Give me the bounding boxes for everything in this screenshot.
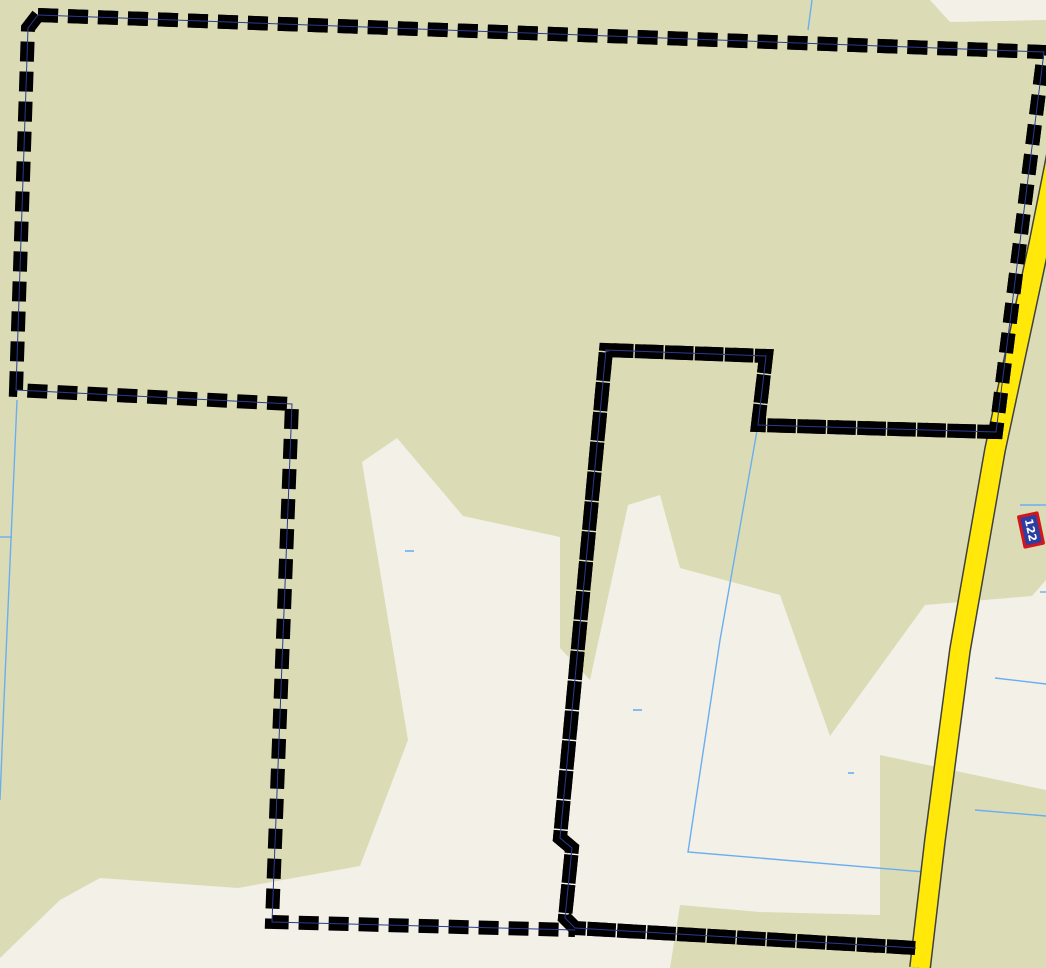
road-shield-icon	[1020, 514, 1042, 546]
waterway-line	[807, 0, 813, 31]
vegetation-area-southeast	[850, 755, 1046, 968]
waterways	[0, 0, 1046, 873]
boundary-inner-line	[15, 14, 576, 931]
road-shield-122[interactable]: 122	[1017, 511, 1046, 549]
waterway-line	[974, 809, 1046, 817]
waterway-line	[0, 399, 18, 801]
waterway-line	[687, 424, 926, 873]
highway-fill	[910, 161, 1046, 968]
waterway-line	[994, 677, 1046, 685]
boundary-outline[interactable]	[8, 8, 1046, 955]
boundary-inner-line	[37, 14, 1045, 949]
highway-122[interactable]	[909, 150, 1046, 968]
road-shield-number: 122	[1022, 518, 1039, 543]
